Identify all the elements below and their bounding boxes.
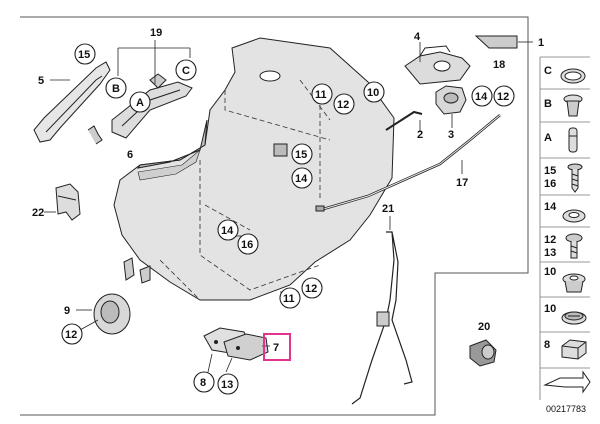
legend-label-10: 10 <box>544 303 556 315</box>
part-22-clip <box>55 183 81 221</box>
part-9-bumper <box>93 293 131 335</box>
callout-12: 12 <box>497 91 509 103</box>
callout-17: 17 <box>456 177 468 189</box>
callout-12: 12 <box>305 283 317 295</box>
callout-12: 12 <box>65 329 77 341</box>
legend-label-16: 16 <box>544 178 556 190</box>
callout-c: C <box>182 65 190 77</box>
legend-label-a: A <box>544 132 552 144</box>
rubber-pad-icon <box>561 339 587 360</box>
legend-label-8: 8 <box>544 339 550 351</box>
callout-3: 3 <box>448 129 454 141</box>
callout-9: 9 <box>64 305 70 317</box>
part-7-hinge <box>203 327 269 361</box>
callout-4: 4 <box>414 31 421 43</box>
legend-label-13: 13 <box>544 247 556 259</box>
callout-12: 12 <box>337 99 349 111</box>
callout-21: 21 <box>382 203 394 215</box>
part-17-cable <box>315 114 501 212</box>
legend-label-14: 14 <box>544 201 557 213</box>
pin-icon <box>568 127 578 153</box>
callout-18: 18 <box>493 59 505 71</box>
legend-label-c: C <box>544 65 552 77</box>
legend-label-15: 15 <box>544 165 556 177</box>
legend-panel: C B A 15 16 14 12 <box>539 56 591 414</box>
washer-icon <box>562 209 586 223</box>
cap-icon <box>561 311 587 325</box>
assembly-frame <box>20 16 529 416</box>
callout-14: 14 <box>221 225 234 237</box>
part-4-bracket <box>404 45 471 85</box>
part-21-strap <box>351 231 413 405</box>
part-5-handle <box>33 61 111 145</box>
callout-15: 15 <box>78 49 90 61</box>
bolt-icon <box>565 233 583 259</box>
callout-13: 13 <box>221 379 233 391</box>
part-18-tag <box>474 35 518 49</box>
push-rivet-icon <box>563 94 583 117</box>
callout-16: 16 <box>241 239 253 251</box>
legend-label-b: B <box>544 98 552 110</box>
callout-7: 7 <box>273 342 279 354</box>
part-2-rod <box>385 110 423 131</box>
callouts: 19 15 B C A 5 6 22 9 12 8 13 7 4 18 1 10… <box>32 27 544 395</box>
callout-15: 15 <box>295 149 307 161</box>
callout-22: 22 <box>32 207 44 219</box>
callout-2: 2 <box>417 129 423 141</box>
grommet-icon <box>562 273 586 293</box>
callout-b: B <box>112 83 120 95</box>
callout-1: 1 <box>538 37 544 49</box>
callout-19: 19 <box>150 27 162 39</box>
callout-11: 11 <box>315 89 327 101</box>
screw-icon <box>567 163 583 193</box>
diagram-id: 00217783 <box>546 404 586 414</box>
arrow-icon <box>543 370 591 394</box>
legend-label-12: 12 <box>544 234 556 246</box>
callout-10: 10 <box>367 87 379 99</box>
callout-8: 8 <box>200 377 206 389</box>
legend-label-11: 10 <box>544 266 556 278</box>
part-3-lock <box>435 85 467 115</box>
callout-14: 14 <box>475 91 488 103</box>
storage-tab <box>273 143 288 157</box>
callout-14: 14 <box>295 173 308 185</box>
callout-6: 6 <box>127 149 133 161</box>
callout-11: 11 <box>283 293 295 305</box>
callout-20: 20 <box>478 321 490 333</box>
callout-5: 5 <box>38 75 44 87</box>
highlight-box <box>263 333 291 361</box>
part-20-cap <box>469 339 497 367</box>
callout-a: A <box>136 97 144 109</box>
